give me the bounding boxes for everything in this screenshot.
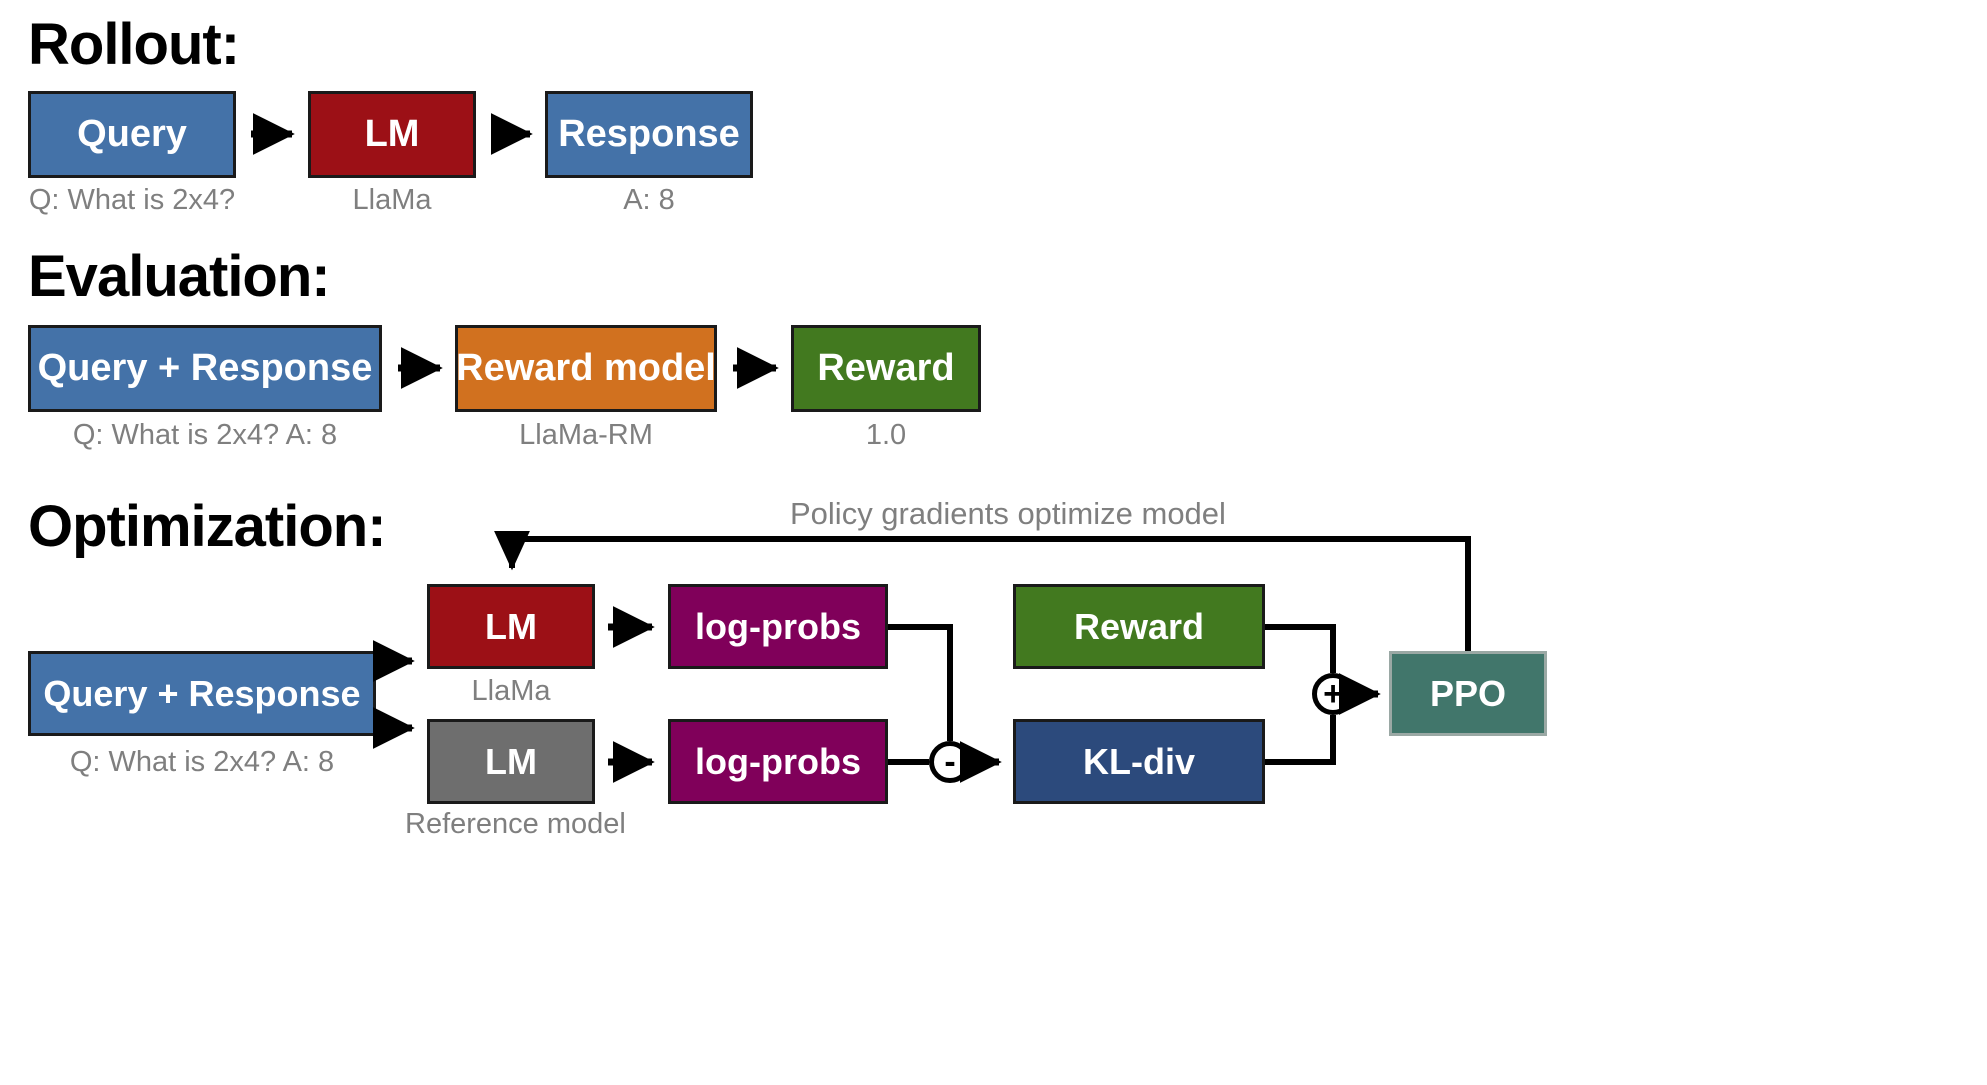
node-eval-reward-model[interactable]: Reward model bbox=[455, 325, 717, 412]
plus-operator-icon: + bbox=[1312, 673, 1354, 715]
caption-rollout-response: A: 8 bbox=[623, 184, 675, 216]
node-eval-query-response[interactable]: Query + Response bbox=[28, 325, 382, 412]
minus-operator-icon: - bbox=[929, 741, 971, 783]
wire-reward-to-plus bbox=[1265, 624, 1336, 673]
node-opt-query-response[interactable]: Query + Response bbox=[28, 651, 376, 736]
node-rollout-response[interactable]: Response bbox=[545, 91, 753, 178]
caption-opt-query-response: Q: What is 2x4? A: 8 bbox=[69, 746, 335, 778]
node-opt-ppo[interactable]: PPO bbox=[1389, 651, 1547, 736]
section-heading-rollout: Rollout: bbox=[28, 12, 240, 77]
caption-eval-query-response: Q: What is 2x4? A: 8 bbox=[72, 419, 338, 451]
wire-kl-div-to-plus bbox=[1265, 715, 1336, 765]
node-rollout-query[interactable]: Query bbox=[28, 91, 236, 178]
annotation-policy-gradients: Policy gradients optimize model bbox=[790, 496, 1226, 531]
node-opt-reward[interactable]: Reward bbox=[1013, 584, 1265, 669]
node-opt-kl-div[interactable]: KL-div bbox=[1013, 719, 1265, 804]
node-opt-logprobs-policy[interactable]: log-probs bbox=[668, 584, 888, 669]
caption-rollout-lm: LlaMa bbox=[352, 184, 432, 216]
caption-opt-reference-lm: Reference model bbox=[405, 808, 626, 840]
node-opt-policy-lm[interactable]: LM bbox=[427, 584, 595, 669]
caption-opt-policy-lm: LlaMa bbox=[471, 675, 551, 707]
node-rollout-lm[interactable]: LM bbox=[308, 91, 476, 178]
caption-eval-reward-model: LlaMa-RM bbox=[519, 419, 653, 451]
caption-eval-reward: 1.0 bbox=[865, 419, 907, 451]
node-eval-reward[interactable]: Reward bbox=[791, 325, 981, 412]
section-heading-evaluation: Evaluation: bbox=[28, 244, 331, 309]
node-opt-logprobs-reference[interactable]: log-probs bbox=[668, 719, 888, 804]
node-opt-reference-lm[interactable]: LM bbox=[427, 719, 595, 804]
wire-logprobs-policy-to-minus bbox=[888, 624, 953, 741]
wire-ppo-feedback-to-policy-lm bbox=[494, 530, 1471, 651]
caption-rollout-query: Q: What is 2x4? bbox=[28, 184, 236, 216]
section-heading-optimization: Optimization: bbox=[28, 494, 387, 559]
